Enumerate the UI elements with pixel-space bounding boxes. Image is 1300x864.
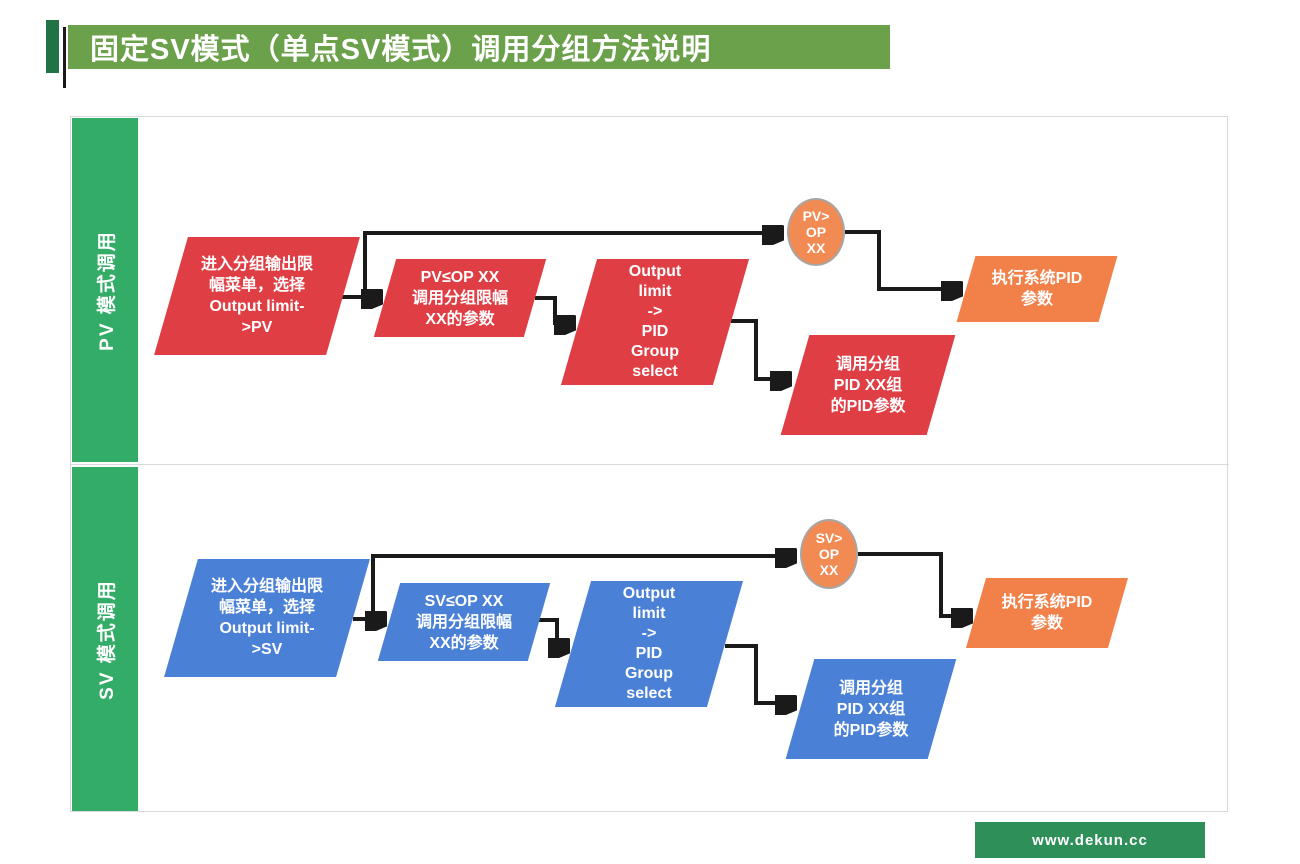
flow-step-text: Output limit -> PID Group select bbox=[622, 585, 676, 702]
flow-step-text: PV≤OP XX 调用分组限幅 XX的参数 bbox=[411, 268, 508, 328]
page-title: 固定SV模式（单点SV模式）调用分组方法说明 bbox=[90, 34, 712, 66]
lane-divider bbox=[71, 464, 1229, 465]
flow-step-sv-enter-menu: 进入分组输出限 幅菜单，选择 Output limit- >SV bbox=[164, 559, 370, 677]
arrow-sv-lecase-to-groupselect bbox=[539, 618, 567, 646]
footer-url-bar[interactable]: www.dekun.cc bbox=[975, 822, 1205, 858]
flow-step-sv-le-case: SV≤OP XX 调用分组限幅 XX的参数 bbox=[377, 583, 551, 661]
title-accent-line bbox=[63, 27, 66, 88]
arrow-pv-groupselect-to-callgroup bbox=[731, 319, 789, 379]
arrow-sv-decision-to-execute bbox=[858, 552, 970, 616]
arrow-sv-groupselect-to-callgroup bbox=[725, 644, 794, 703]
flow-step-text: 进入分组输出限 幅菜单，选择 Output limit- >PV bbox=[200, 256, 313, 336]
flow-step-sv-group-select: Output limit -> PID Group select bbox=[554, 581, 744, 707]
lane-strip-sv: SV 模式调用 bbox=[72, 467, 138, 811]
flow-step-text: 执行系统PID 参数 bbox=[1001, 594, 1093, 632]
flow-step-pv-execute: 执行系统PID 参数 bbox=[956, 256, 1118, 322]
flow-step-sv-call-group: 调用分组 PID XX组 的PID参数 bbox=[785, 659, 957, 759]
flow-step-text: Output limit -> PID Group select bbox=[628, 263, 682, 380]
lane-strip-pv: PV 模式调用 bbox=[72, 118, 138, 462]
title-accent-bar bbox=[46, 20, 59, 73]
lane-label-sv: SV 模式调用 bbox=[96, 578, 118, 700]
flow-step-text: 执行系统PID 参数 bbox=[991, 270, 1083, 308]
footer-url[interactable]: www.dekun.cc bbox=[1032, 831, 1148, 849]
flow-step-text: SV≤OP XX 调用分组限幅 XX的参数 bbox=[415, 592, 512, 652]
flow-step-text: 调用分组 PID XX组 的PID参数 bbox=[833, 679, 909, 739]
diagram-panel: PV 模式调用 SV 模式调用 进入分组输出限 幅菜单，选择 Output li… bbox=[70, 116, 1229, 813]
title-bar: 固定SV模式（单点SV模式）调用分组方法说明 bbox=[68, 25, 890, 69]
flow-decision-pv-gt-case: PV> OP XX bbox=[787, 198, 845, 266]
flow-step-pv-enter-menu: 进入分组输出限 幅菜单，选择 Output limit- >PV bbox=[154, 237, 360, 355]
flow-step-text: 调用分组 PID XX组 的PID参数 bbox=[830, 355, 906, 415]
flow-arrows bbox=[341, 117, 1229, 813]
flow-step-pv-le-case: PV≤OP XX 调用分组限幅 XX的参数 bbox=[373, 259, 547, 337]
arrow-pv-lecase-to-groupselect bbox=[535, 296, 573, 323]
flow-step-sv-execute: 执行系统PID 参数 bbox=[965, 578, 1129, 648]
flow-decision-sv-gt-case: SV> OP XX bbox=[800, 519, 858, 589]
flow-step-text: SV> OP XX bbox=[815, 530, 843, 578]
flow-step-text: PV> OP XX bbox=[802, 208, 830, 256]
flow-step-pv-group-select: Output limit -> PID Group select bbox=[560, 259, 750, 385]
flow-step-text: 进入分组输出限 幅菜单，选择 Output limit- >SV bbox=[210, 578, 323, 658]
flow-step-pv-call-group: 调用分组 PID XX组 的PID参数 bbox=[780, 335, 956, 435]
lane-label-pv: PV 模式调用 bbox=[96, 229, 118, 351]
arrow-pv-decision-to-execute bbox=[845, 230, 960, 289]
